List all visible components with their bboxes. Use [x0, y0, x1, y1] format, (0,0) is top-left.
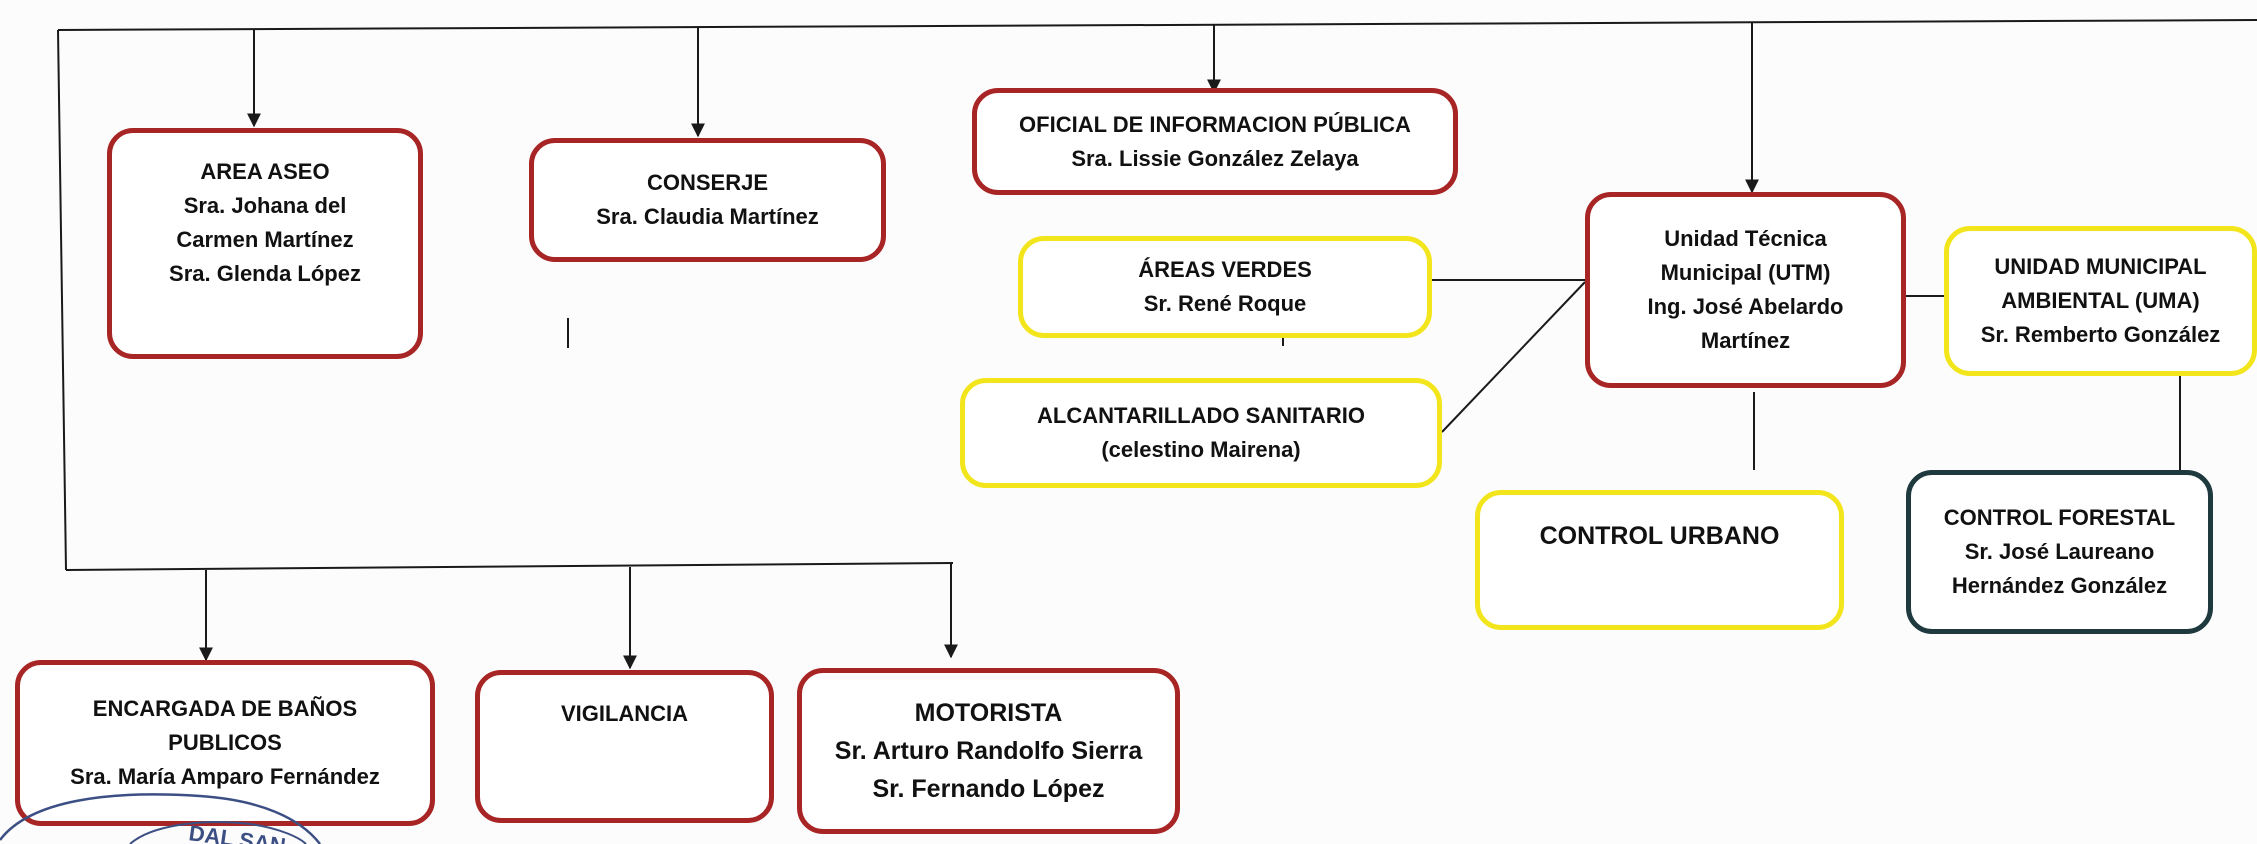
node-banos-publicos-line: ENCARGADA DE BAÑOS	[92, 696, 358, 721]
node-alcantarillado: ALCANTARILLADO SANITARIO (celestino Mair…	[960, 378, 1442, 488]
node-conserje-line: Sra. Claudia Martínez	[596, 204, 819, 229]
node-area-aseo-line: Sra. Johana del	[183, 193, 347, 218]
node-motorista-line: Sr. Fernando López	[872, 775, 1105, 803]
top-trunk-line	[57, 19, 2257, 31]
node-motorista-line: MOTORISTA	[914, 699, 1063, 727]
node-areas-verdes-line: Sr. René Roque	[1143, 291, 1307, 316]
node-conserje: CONSERJE Sra. Claudia Martínez	[529, 138, 886, 262]
node-control-forestal-line: CONTROL FORESTAL	[1943, 505, 2176, 530]
node-uma-line: UNIDAD MUNICIPAL	[1994, 254, 2207, 279]
node-oficial-informacion-line: Sra. Lissie González Zelaya	[1071, 145, 1359, 171]
node-control-urbano-line: CONTROL URBANO	[1539, 522, 1780, 550]
node-alcantarillado-line: ALCANTARILLADO SANITARIO	[1037, 403, 1365, 428]
node-control-urbano: CONTROL URBANO	[1475, 490, 1844, 630]
bottom-trunk-line	[65, 562, 954, 571]
node-banos-publicos-line: PUBLICOS	[168, 730, 282, 755]
node-conserje-line: CONSERJE	[646, 170, 769, 195]
node-oficial-informacion-line: OFICIAL DE INFORMACION PÚBLICA	[1019, 111, 1411, 137]
node-area-aseo-line: Carmen Martínez	[176, 227, 354, 252]
node-banos-publicos-line: Sra. María Amparo Fernández	[70, 764, 380, 789]
node-areas-verdes-line: ÁREAS VERDES	[1138, 257, 1312, 282]
node-control-forestal-line: Sr. José Laureano	[1964, 539, 2155, 564]
node-utm-line: Unidad Técnica	[1664, 226, 1827, 251]
node-uma-line: Sr. Remberto González	[1980, 322, 2221, 347]
node-vigilancia: VIGILANCIA	[475, 670, 774, 823]
left-spine-line	[57, 29, 67, 571]
node-uma: UNIDAD MUNICIPAL AMBIENTAL (UMA) Sr. Rem…	[1944, 226, 2257, 376]
node-uma-line: AMBIENTAL (UMA)	[2001, 288, 2200, 313]
node-utm-line: Municipal (UTM)	[1660, 260, 1831, 285]
node-banos-publicos: ENCARGADA DE BAÑOS PUBLICOS Sra. María A…	[15, 660, 435, 826]
node-areas-verdes: ÁREAS VERDES Sr. René Roque	[1018, 236, 1432, 338]
node-control-forestal: CONTROL FORESTAL Sr. José Laureano Herná…	[1906, 470, 2213, 634]
node-area-aseo-line: AREA ASEO	[200, 159, 330, 184]
node-alcantarillado-line: (celestino Mairena)	[1101, 437, 1301, 462]
node-area-aseo-line: Sra. Glenda López	[169, 261, 361, 286]
node-utm-line: Ing. José Abelardo	[1647, 294, 1844, 319]
node-oficial-informacion: OFICIAL DE INFORMACION PÚBLICA Sra. Liss…	[972, 88, 1458, 195]
node-utm-line: Martínez	[1700, 328, 1791, 353]
utm-alcantarillado-line	[1441, 281, 1586, 433]
node-motorista-line: Sr. Arturo Randolfo Sierra	[834, 737, 1143, 765]
node-area-aseo: AREA ASEO Sra. Johana del Carmen Martíne…	[107, 128, 423, 359]
node-utm: Unidad Técnica Municipal (UTM) Ing. José…	[1585, 192, 1906, 388]
node-motorista: MOTORISTA Sr. Arturo Randolfo Sierra Sr.…	[797, 668, 1180, 834]
node-vigilancia-line: VIGILANCIA	[560, 701, 689, 726]
node-control-forestal-line: Hernández González	[1951, 573, 2168, 598]
